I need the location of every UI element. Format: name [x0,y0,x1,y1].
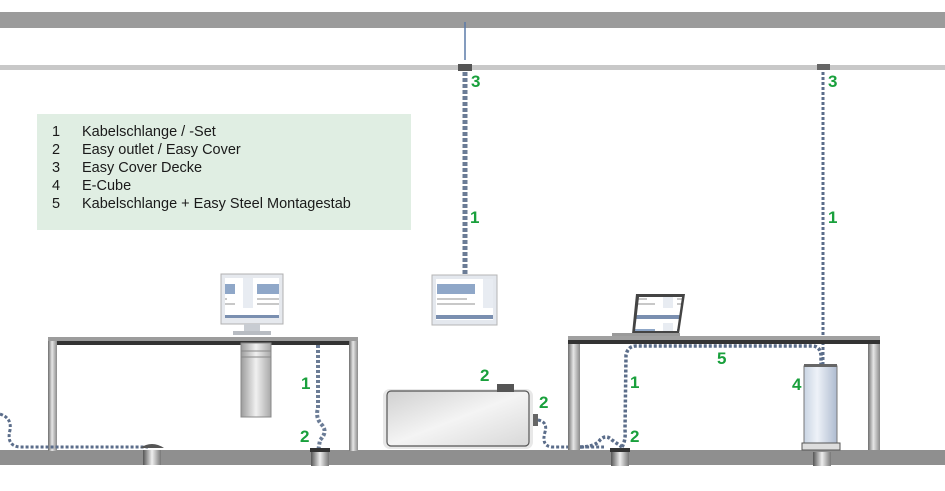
callout-hanging-left: 1 [470,208,480,227]
desk-left [48,337,358,451]
easy-cover-ceiling-right [817,64,830,70]
callout-box-top: 2 [480,366,490,385]
laptop [612,294,685,336]
legend-label: Kabelschlange + Easy Steel Montagestab [82,196,351,212]
ceiling-slab [0,12,945,28]
ceiling-cable-left [458,22,472,278]
legend-label: Easy Cover Decke [82,160,203,176]
pc-tower [240,342,272,418]
legend-label: E-Cube [82,178,132,194]
floor-outlet-4 [813,452,831,466]
easy-outlet-side [533,414,538,426]
callout-desk-right-cable: 1 [630,373,640,392]
legend-number: 4 [52,178,61,194]
legend-number: 2 [52,142,61,158]
cable-floor-left [0,412,148,449]
easy-cover-ceiling-left [458,64,472,71]
floor-outlet-2 [310,448,330,466]
legend-label: Kabelschlange / -Set [82,124,216,140]
legend-item: 5 Kabelschlange + Easy Steel Montagestab [52,195,351,213]
callout-ceiling-left: 3 [471,72,481,91]
callout-ceiling-right: 3 [828,72,838,91]
floor-outlet-1 [140,444,164,465]
legend-item: 3 Easy Cover Decke [52,159,202,177]
floor-outlet-3 [610,448,630,466]
callout-cable-route: 5 [717,349,727,368]
desktop-monitor [220,273,284,335]
legend-number: 1 [52,124,61,140]
cable-floor-box [537,418,604,449]
legend-number: 5 [52,196,61,212]
callout-e-cube: 4 [792,375,802,394]
callout-hanging-right: 1 [828,208,838,227]
legend-item: 4 E-Cube [52,177,131,195]
legend-label: Easy outlet / Easy Cover [82,142,241,158]
callout-desk-left-cable: 1 [301,374,311,393]
suspended-ceiling [0,65,945,70]
desk-right [568,336,880,450]
floor-box [383,384,538,449]
easy-outlet-top [497,384,514,392]
legend-item: 1 Kabelschlange / -Set [52,123,216,141]
callout-desk-left-outlet: 2 [300,427,310,446]
e-cube [801,364,841,451]
callout-box-side: 2 [539,393,549,412]
cable-desk-right [579,344,823,449]
hanging-monitor [431,274,498,326]
legend-item: 2 Easy outlet / Easy Cover [52,141,241,159]
cable-desk-left [315,345,327,453]
legend-number: 3 [52,160,61,176]
legend: 1 Kabelschlange / -Set 2 Easy outlet / Eas… [37,114,411,230]
floor-slab [0,450,945,465]
ceiling-cable-right [817,64,830,365]
callout-desk-right-outlet: 2 [630,427,640,446]
